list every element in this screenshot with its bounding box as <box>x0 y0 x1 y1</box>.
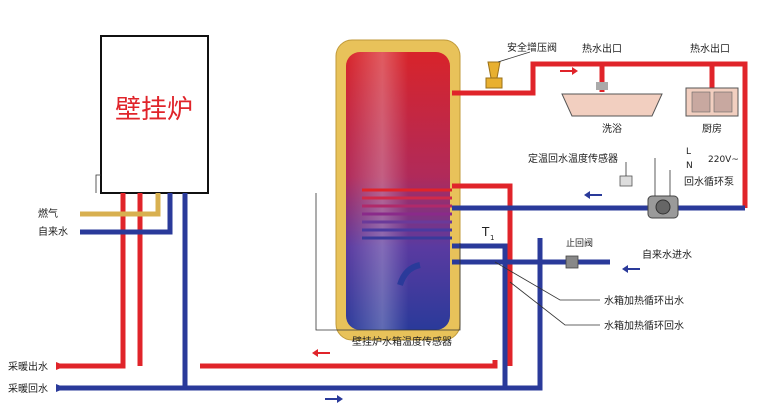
water-tank <box>335 39 461 341</box>
hot-out-main <box>452 61 748 208</box>
tank-heat-return-label: 水箱加热循环回水 <box>604 319 684 332</box>
bath-fixture: 洗浴 <box>561 82 663 135</box>
gas-label: 燃气 <box>38 207 58 220</box>
bath-label: 洗浴 <box>602 123 622 135</box>
return-temp-sensor: 定温回水温度传感器 <box>528 152 633 187</box>
t1-label: T <box>481 225 490 239</box>
arrow-heating-return <box>325 395 343 403</box>
heating-out-return-line <box>200 360 498 369</box>
kitchen-label: 厨房 <box>702 122 722 135</box>
pump-label: 回水循环泵 <box>684 175 734 188</box>
tap-water-label: 自来水 <box>38 225 68 238</box>
heating-out-label: 采暖出水 <box>8 360 48 373</box>
tank-heat-out-pipe <box>452 183 513 366</box>
tank-sensor-label: 壁挂炉水箱温度传感器 <box>352 335 452 348</box>
arrow-heating-out-tip <box>56 362 66 370</box>
safety-valve-label: 安全增压阀 <box>507 41 557 54</box>
return-pump: L N 220V~ 回水循环泵 <box>647 147 739 219</box>
heating-out-pipe <box>60 193 126 369</box>
boiler-body <box>100 35 209 194</box>
tap-water-pipe <box>80 193 173 235</box>
cold-dip-tube <box>397 262 421 286</box>
flow-arrows <box>56 67 640 403</box>
arrow-heating-return-tip <box>56 384 66 392</box>
leader-lines <box>95 174 600 331</box>
boiler-pipes <box>60 183 543 391</box>
city-water-label: 自来水进水 <box>642 248 692 261</box>
tank-heat-return-pipe <box>452 243 508 386</box>
pump-voltage: 220V~ <box>708 155 739 165</box>
wall-boiler: 壁挂炉 <box>100 35 209 194</box>
arrow-hot-right <box>560 67 578 75</box>
tank-heat-out-label: 水箱加热循环出水 <box>604 294 684 307</box>
t1-sub: 1 <box>490 234 494 242</box>
heating-return-label: 采暖回水 <box>8 382 48 395</box>
tank-heating-coil <box>362 188 452 240</box>
pump-L: L <box>686 147 691 157</box>
kitchen-fixture: 厨房 <box>685 87 739 135</box>
arrow-return-left <box>584 191 602 199</box>
hot-out-2-label: 热水出口 <box>690 42 730 55</box>
arrow-heating-out <box>312 349 330 357</box>
check-valve: 止回阀 <box>565 237 593 269</box>
boiler-title: 壁挂炉 <box>115 95 193 125</box>
pump-N: N <box>686 161 693 171</box>
safety-valve: 安全增压阀 <box>485 41 557 89</box>
gas-pipe <box>80 193 161 217</box>
t1-sensor: T 1 <box>481 225 494 242</box>
hot-out-1-label: 热水出口 <box>582 42 622 55</box>
return-temp-sensor-label: 定温回水温度传感器 <box>528 152 618 165</box>
check-valve-label: 止回阀 <box>566 237 593 249</box>
arrow-city-water <box>622 265 640 273</box>
